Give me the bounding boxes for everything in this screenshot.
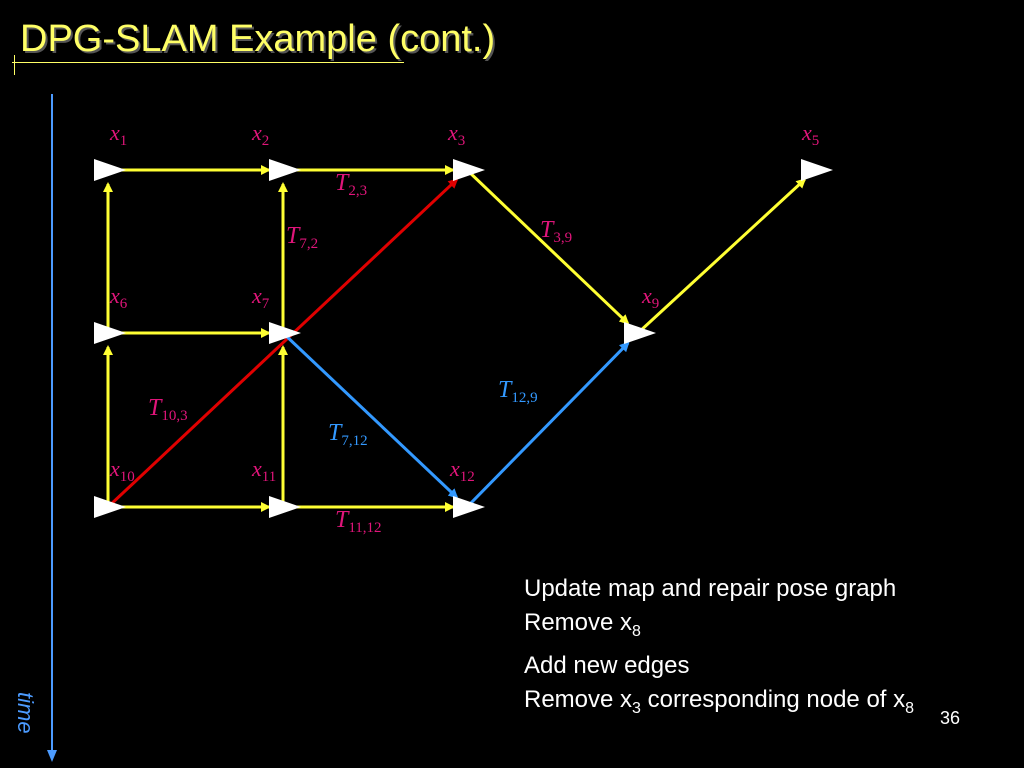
pose-node-x5 <box>801 159 833 181</box>
pose-node-x2 <box>269 159 301 181</box>
pose-node-x10 <box>94 496 126 518</box>
edge-x7-to-x12 <box>284 334 459 499</box>
slide-title: DPG-SLAM Example (cont.) <box>20 18 496 60</box>
node-label-x10: x10 <box>109 456 135 485</box>
note-line-1: Update map and repair pose graph <box>524 575 897 602</box>
pose-node-x1 <box>94 159 126 181</box>
note-line-3: Add new edges <box>524 651 690 679</box>
transform-label-T72: T7,2 <box>286 223 318 252</box>
note-line-4: Remove x3 corresponding node of x8 <box>524 685 915 717</box>
transform-label-T129: T12,9 <box>498 377 538 406</box>
edge-x9-to-x5 <box>639 178 807 332</box>
pose-node-x9 <box>624 322 656 344</box>
node-label-x1: x1 <box>109 120 127 149</box>
edge-x12-to-x9 <box>468 341 630 506</box>
edge-x10-to-x3 <box>109 178 459 506</box>
page-number: 36 <box>940 708 961 728</box>
node-label-x12: x12 <box>449 456 475 485</box>
transform-label-T23: T2,3 <box>335 170 367 199</box>
transform-label-T39: T3,9 <box>540 217 572 246</box>
node-label-x11: x11 <box>251 456 276 485</box>
transform-label-T1112: T11,12 <box>335 507 382 536</box>
title-underline <box>12 62 404 63</box>
node-label-x3: x3 <box>447 120 465 149</box>
node-label-x9: x9 <box>641 283 659 312</box>
transform-label-T103: T10,3 <box>148 395 188 424</box>
node-label-x2: x2 <box>251 120 269 149</box>
slide-notes: Update map and repair pose graph Remove … <box>524 572 914 726</box>
pose-node-x3 <box>453 159 485 181</box>
transform-label-T712: T7,12 <box>328 420 368 449</box>
node-label-x6: x6 <box>109 283 128 312</box>
time-axis-arrowhead <box>47 750 57 762</box>
time-axis-label: time <box>13 692 38 734</box>
node-label-x5: x5 <box>801 120 819 149</box>
title-corner-tick <box>14 55 15 75</box>
pose-node-x7 <box>269 322 301 344</box>
note-line-2: Remove x8 <box>524 609 641 640</box>
pose-node-x12 <box>453 496 485 518</box>
pose-node-x11 <box>269 496 301 518</box>
edge-x3-to-x9 <box>468 171 630 325</box>
node-label-x7: x7 <box>251 283 270 312</box>
pose-node-x6 <box>94 322 126 344</box>
